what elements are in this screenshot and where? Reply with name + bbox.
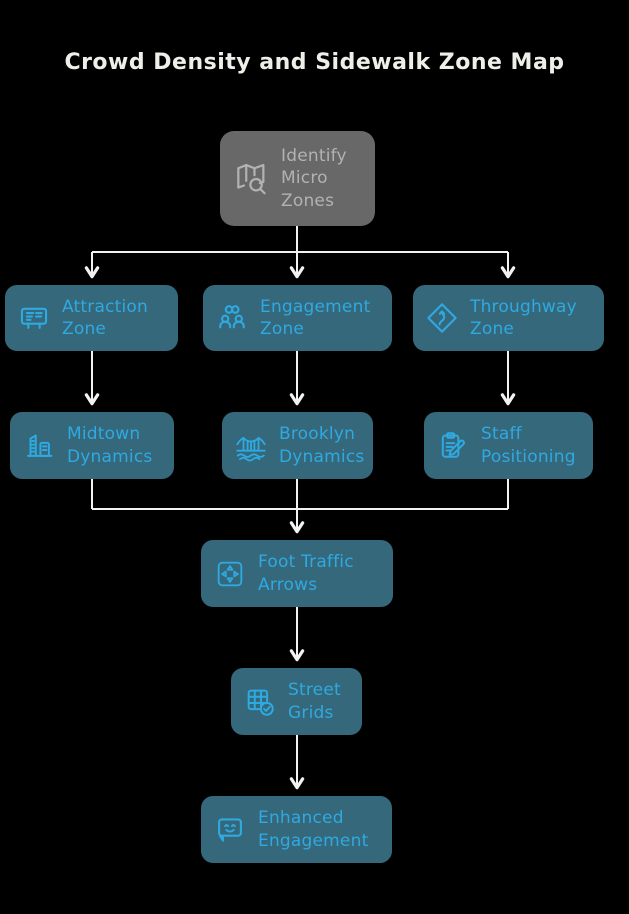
node-midtown-dynamics: Midtown Dynamics [10,412,174,479]
node-brooklyn-dynamics: Brooklyn Dynamics [222,412,373,479]
node-label: Engagement Zone [260,296,371,339]
node-label: Street Grids [288,680,341,723]
node-label: Brooklyn Dynamics [279,424,365,467]
node-street-grids: Street Grids [231,668,362,735]
node-attraction-zone: Attraction Zone [5,285,178,351]
node-label: Foot Traffic Arrows [258,552,354,595]
bridge-icon [234,429,268,463]
node-foot-traffic-arrows: Foot Traffic Arrows [201,540,393,607]
grid-check-icon [243,685,277,719]
skyscrapers-icon [22,429,56,463]
node-label: Attraction Zone [62,296,148,339]
node-label: Staff Positioning [481,424,576,467]
node-engagement-zone: Engagement Zone [203,285,392,351]
road-sign-icon [425,301,459,335]
diagram-title: Crowd Density and Sidewalk Zone Map [64,50,565,75]
node-throughway-zone: Throughway Zone [413,285,604,351]
node-label: Enhanced Engagement [258,808,369,851]
node-label: Identify Micro Zones [281,145,347,211]
node-staff-positioning: Staff Positioning [424,412,593,479]
billboard-icon [17,301,51,335]
node-identify-micro-zones: Identify Micro Zones [220,131,375,226]
map-search-icon [232,160,270,198]
node-label: Throughway Zone [470,296,577,339]
four-arrows-icon [213,557,247,591]
smiley-bubble-icon [213,813,247,847]
clipboard-pen-icon [436,429,470,463]
node-enhanced-engagement: Enhanced Engagement [201,796,392,863]
people-rings-icon [215,301,249,335]
node-label: Midtown Dynamics [67,424,153,467]
